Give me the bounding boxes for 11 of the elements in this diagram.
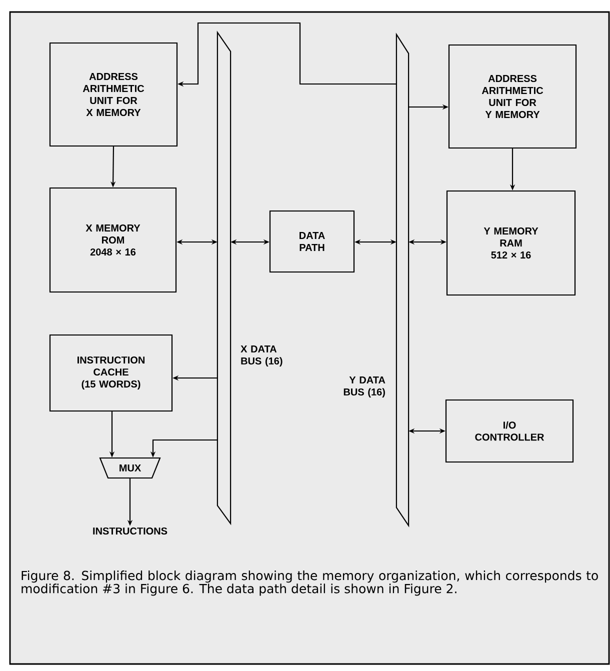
bus-label: X DATA BUS (16) (240, 346, 282, 366)
block-box: DATA PATH (269, 210, 355, 273)
block-box: ADDRESS ARITHMETIC UNIT FOR Y MEMORY (448, 44, 577, 149)
block-box: X MEMORY ROM 2048 × 16 (49, 187, 177, 293)
block-box: INSTRUCTION CACHE (15 WORDS) (49, 334, 173, 412)
bus-label: Y DATA BUS (16) (344, 376, 386, 398)
caption: Figure 8. Simplified block diagram showing the memory organization, which corresponds to modification #3 in Figure 6. The data path detail is shown in Figure 2. (22, 570, 598, 596)
output-label: INSTRUCTIONS (93, 527, 168, 535)
block-box: I/O CONTROLLER (445, 399, 574, 463)
block-box: Y MEMORY RAM 512 × 16 (446, 190, 576, 296)
block-box: ADDRESS ARITHMETIC UNIT FOR X MEMORY (49, 42, 178, 147)
